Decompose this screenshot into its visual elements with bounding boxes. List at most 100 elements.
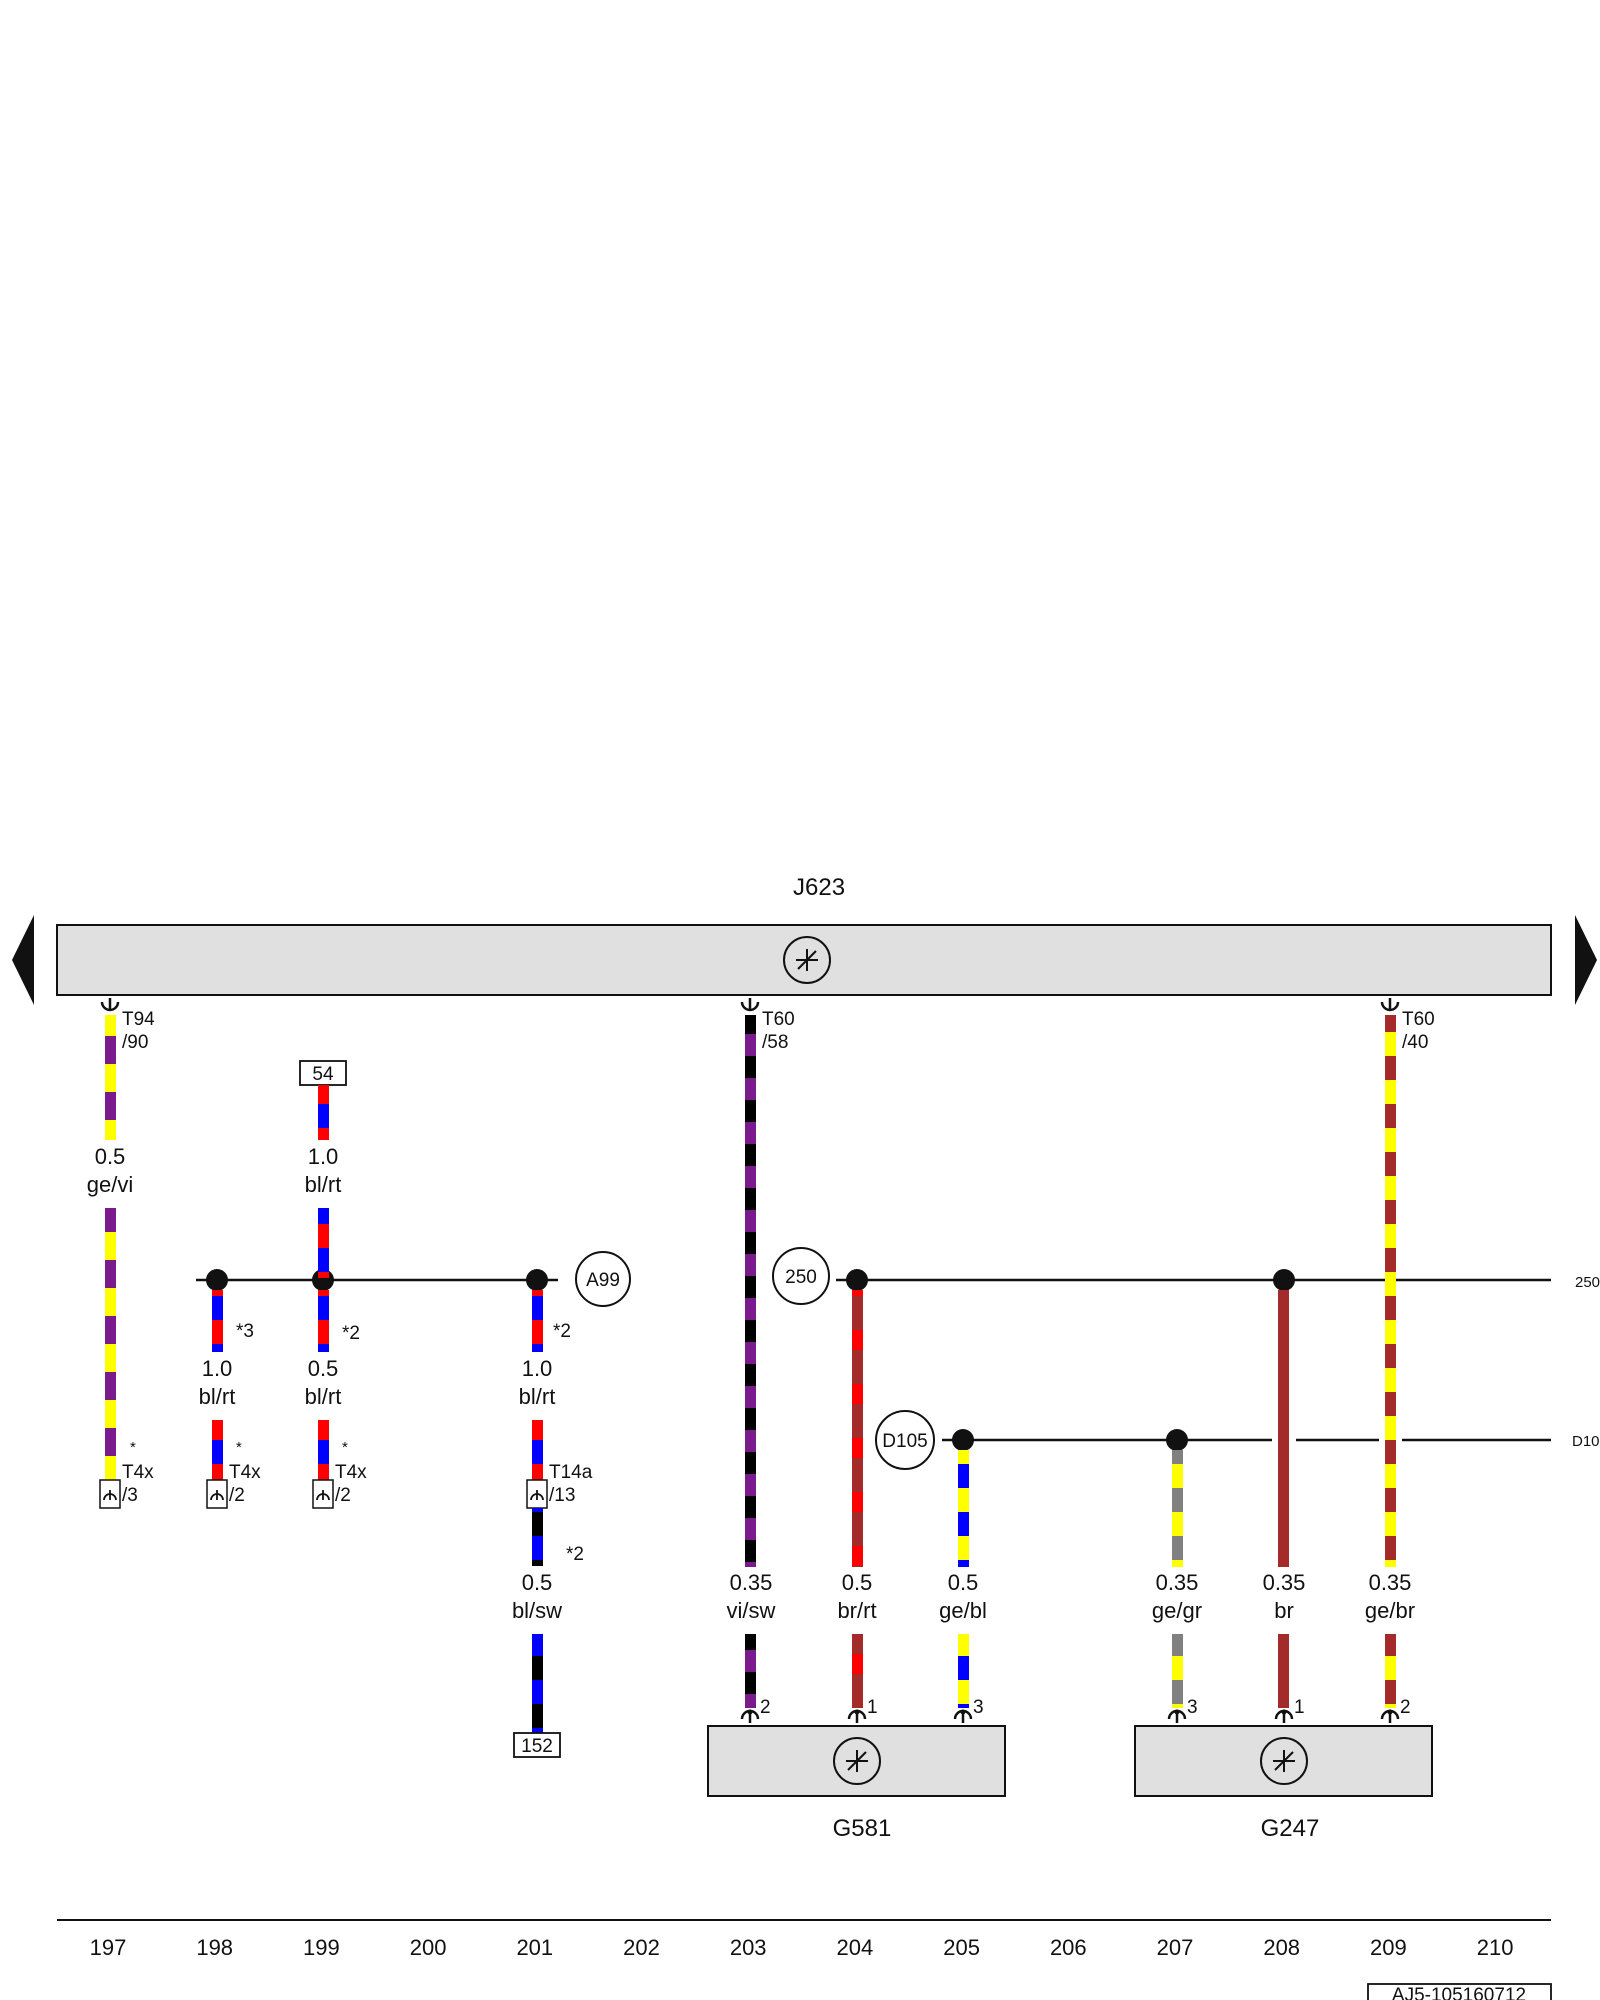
- column-number: 197: [90, 1935, 127, 1960]
- pin-label-t4x-199: T4x: [335, 1462, 367, 1483]
- wire-size-208: 0.35: [1263, 1570, 1306, 1595]
- pin-number-t60-40: /40: [1402, 1032, 1428, 1053]
- pin-number-t14a: /13: [549, 1485, 575, 1506]
- wire-207-upper: [1172, 1450, 1183, 1567]
- pin-g247-2: 2: [1400, 1697, 1411, 1718]
- connector-pin-icon: [847, 1708, 867, 1725]
- module-label-j623: J623: [793, 874, 845, 901]
- column-number: 207: [1157, 1935, 1194, 1960]
- wire-205-upper: [958, 1450, 969, 1567]
- wire-size-201-lower: 0.5: [522, 1570, 553, 1595]
- connector-pin-icon: [100, 996, 120, 1012]
- pin-number-t4x-197: /3: [122, 1485, 138, 1506]
- wire-201-bottom: [532, 1634, 543, 1734]
- connector-pin-icon: [1167, 1708, 1187, 1725]
- connector-pin-icon: [1274, 1708, 1294, 1725]
- reference-label-152: 152: [521, 1736, 553, 1757]
- footnote-201-lower: *2: [566, 1544, 584, 1565]
- next-page-arrow[interactable]: [1575, 915, 1597, 1005]
- pin-label-t94: T94: [122, 1009, 155, 1030]
- column-number: 198: [196, 1935, 233, 1960]
- pin-label-t60-58: T60: [762, 1009, 795, 1030]
- plug-connector-icon: [312, 1479, 334, 1509]
- reference-label-d105: D105: [882, 1431, 927, 1452]
- wire-size-197: 0.5: [95, 1144, 126, 1169]
- wire-208-upper: [1278, 1290, 1289, 1567]
- column-number: 202: [623, 1935, 660, 1960]
- column-number: 203: [730, 1935, 767, 1960]
- pin-g247-1: 1: [1294, 1697, 1305, 1718]
- wire-201-mid: [532, 1420, 543, 1480]
- previous-page-arrow[interactable]: [12, 915, 34, 1005]
- junction-dot: [526, 1269, 548, 1291]
- wire-201-upper: [532, 1290, 543, 1352]
- pin-g581-2: 2: [760, 1697, 771, 1718]
- wire-size-203: 0.35: [730, 1570, 773, 1595]
- footer-code-box: [1367, 1983, 1552, 2000]
- junction-dot: [1273, 1269, 1295, 1291]
- junction-dot: [952, 1429, 974, 1451]
- pin-label-t14a: T14a: [549, 1462, 593, 1483]
- wire-209-upper: [1385, 1015, 1396, 1567]
- pin-number-t60-58: /58: [762, 1032, 788, 1053]
- wire-size-204: 0.5: [842, 1570, 873, 1595]
- column-number: 204: [837, 1935, 874, 1960]
- wire-color-201: bl/rt: [519, 1384, 556, 1409]
- reference-circle-250[interactable]: [772, 1247, 830, 1305]
- junction-dot: [1166, 1429, 1188, 1451]
- wire-size-199: 0.5: [308, 1356, 339, 1381]
- pin-label-t4x-198: T4x: [229, 1462, 261, 1483]
- pin-number-t94: /90: [122, 1032, 148, 1053]
- wire-208-lower: [1278, 1634, 1289, 1708]
- wire-198-lower: [212, 1420, 223, 1480]
- column-number: 210: [1477, 1935, 1514, 1960]
- asterisk-199: *: [342, 1439, 348, 1456]
- reference-circle-d105[interactable]: [875, 1410, 935, 1470]
- wire-color-208: br: [1274, 1598, 1294, 1623]
- wire-color-201-lower: bl/sw: [512, 1598, 562, 1623]
- wire-199-mid: [318, 1208, 329, 1278]
- wire-205-lower: [958, 1634, 969, 1708]
- connector-pin-icon: [740, 1708, 760, 1725]
- junction-dot: [206, 1269, 228, 1291]
- wire-203-upper: [745, 1015, 756, 1567]
- wire-209-lower: [1385, 1634, 1396, 1708]
- footnote-201: *2: [553, 1321, 571, 1342]
- wire-204-upper: [852, 1290, 863, 1567]
- wire-201-lower: [532, 1508, 543, 1566]
- wire-197-upper: [105, 1015, 116, 1140]
- wire-size-199-top: 1.0: [308, 1144, 339, 1169]
- asterisk-197: *: [130, 1439, 136, 1456]
- wire-color-203: vi/sw: [727, 1598, 776, 1623]
- wire-size-198: 1.0: [202, 1356, 233, 1381]
- module-label-g581: G581: [833, 1815, 892, 1842]
- pin-number-t4x-198: /2: [229, 1485, 245, 1506]
- reference-label-a99: A99: [586, 1270, 620, 1291]
- wire-size-207: 0.35: [1156, 1570, 1199, 1595]
- wire-207-lower: [1172, 1634, 1183, 1708]
- reference-label-54: 54: [312, 1064, 334, 1085]
- wire-color-205: ge/bl: [939, 1598, 987, 1623]
- reference-box-152[interactable]: [513, 1732, 561, 1758]
- plug-connector-icon: [206, 1479, 228, 1509]
- footnote-199: *2: [342, 1323, 360, 1344]
- column-number: 208: [1263, 1935, 1300, 1960]
- wire-197-lower: [105, 1208, 116, 1480]
- wire-size-201: 1.0: [522, 1356, 553, 1381]
- wire-color-204: br/rt: [837, 1598, 876, 1623]
- plug-connector-icon: [99, 1479, 121, 1509]
- pin-g247-3: 3: [1187, 1697, 1198, 1718]
- edge-label-d10: D10: [1572, 1433, 1600, 1450]
- pin-label-t4x-197: T4x: [122, 1462, 154, 1483]
- wire-size-209: 0.35: [1369, 1570, 1412, 1595]
- wire-199-lower: [318, 1420, 329, 1480]
- reference-circle-a99[interactable]: [575, 1251, 631, 1307]
- pin-number-t4x-199: /2: [335, 1485, 351, 1506]
- module-label-g247: G247: [1261, 1815, 1320, 1842]
- reference-box-54[interactable]: [299, 1060, 347, 1086]
- connector-pin-icon: [1380, 1708, 1400, 1725]
- wire-204-lower: [852, 1634, 863, 1708]
- column-number: 201: [516, 1935, 553, 1960]
